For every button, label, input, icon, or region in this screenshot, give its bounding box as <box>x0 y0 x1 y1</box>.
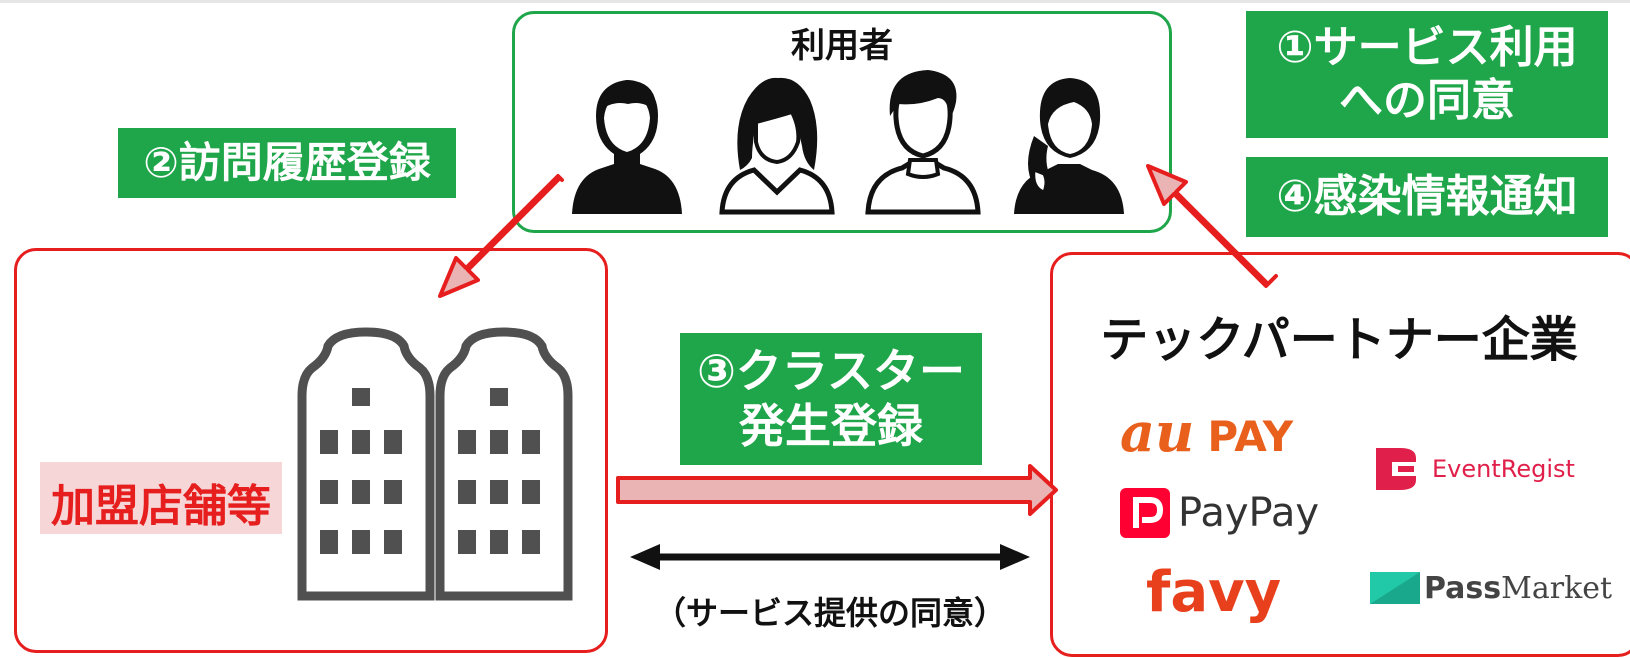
aupay-au-text: au <box>1120 400 1195 464</box>
passmarket-icon <box>1370 572 1420 604</box>
eventregist-icon <box>1376 448 1416 490</box>
paypay-text: PayPay <box>1178 490 1320 536</box>
step1-badge: ①サービス利用 への同意 <box>1246 11 1608 138</box>
person-man-black-icon <box>572 80 682 214</box>
users-title: 利用者 <box>791 26 893 66</box>
paypay-icon <box>1120 488 1170 538</box>
step3-badge: ③クラスター 発生登録 <box>680 333 982 465</box>
aupay-pay-text: PAY <box>1207 412 1294 461</box>
partner-box <box>1050 252 1630 657</box>
paypay-logo: PayPay <box>1120 485 1319 541</box>
arrow-infection-notification <box>1146 164 1278 288</box>
step2-label: ②訪問履歴登録 <box>143 137 431 187</box>
passmarket-market-text: Market <box>1501 570 1613 606</box>
arrow-visit-registration <box>438 174 564 298</box>
consent-arrow-right-head <box>1000 544 1030 570</box>
passmarket-pass-text: Pass <box>1424 570 1502 606</box>
merchant-label-bg <box>40 462 282 534</box>
step2-badge: ②訪問履歴登録 <box>118 128 456 198</box>
favy-logo: favy <box>1146 560 1282 625</box>
eventregist-text: EventRegist <box>1432 455 1575 483</box>
step4-badge: ④感染情報通知 <box>1246 157 1608 237</box>
step3-label: ③クラスター 発生登録 <box>696 343 966 453</box>
consent-arrow-left-head <box>630 544 660 570</box>
step1-label: ①サービス利用 への同意 <box>1276 21 1578 126</box>
partner-title: テックパートナー企業 <box>1100 312 1578 368</box>
step4-label: ④感染情報通知 <box>1276 170 1578 222</box>
person-woman-outline-icon <box>719 77 835 215</box>
aupay-logo: au PAY <box>1120 400 1294 464</box>
merchant-label: 加盟店舗等 <box>51 481 271 532</box>
passmarket-logo: Pass Market <box>1370 568 1612 608</box>
top-border <box>0 0 1630 3</box>
consent-note: （サービス提供の同意） <box>653 594 1006 632</box>
eventregist-logo: EventRegist <box>1370 443 1575 495</box>
arrow-cluster-registration <box>616 464 1058 516</box>
merchant-box <box>14 248 608 653</box>
building-icon <box>297 327 573 601</box>
person-man-outline-icon <box>865 70 981 215</box>
person-woman-black-icon <box>1014 78 1124 214</box>
